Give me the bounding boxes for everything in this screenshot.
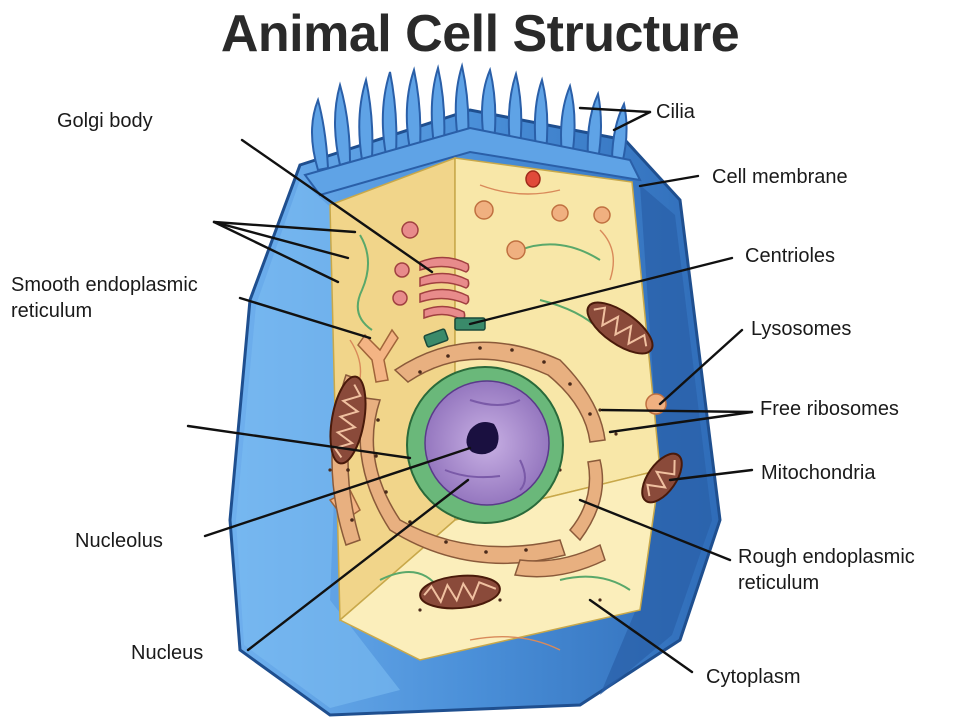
label-cytoplasm: Cytoplasm: [706, 666, 801, 688]
diagram-title: Animal Cell Structure: [220, 5, 740, 63]
vesicles: [474, 200, 667, 415]
label-rough-er-line2: reticulum: [738, 572, 820, 594]
label-nucleolus: Nucleolus: [75, 530, 163, 552]
smooth-er-tube: [357, 328, 399, 383]
label-lysosomes: Lysosomes: [751, 318, 852, 340]
label-golgi-body: Golgi body: [57, 110, 153, 132]
label-smooth-er-line1: Smooth endoplasmic: [11, 274, 198, 296]
label-mitochondria: Mitochondria: [761, 462, 876, 484]
label-centrioles: Centrioles: [745, 245, 836, 267]
label-free-ribosomes: Free ribosomes: [760, 398, 899, 420]
nucleolus-shape: [466, 422, 499, 455]
cell-membrane-right: [600, 185, 712, 695]
cilia-group: [311, 62, 628, 172]
label-rough-er-line1: Rough endoplasmic: [738, 546, 915, 568]
golgi-stack: [392, 221, 470, 321]
label-nucleus: Nucleus: [131, 642, 204, 664]
label-cell-membrane: Cell membrane: [712, 166, 848, 188]
mitochondria-shapes: [329, 301, 683, 610]
secretory-vesicle: [525, 170, 541, 188]
label-smooth-er-line2: reticulum: [11, 300, 93, 322]
label-rough-er: Rough endoplasmic reticulum: [738, 544, 915, 596]
label-cilia: Cilia: [656, 101, 695, 123]
chromatin: [444, 399, 526, 491]
label-smooth-er: Smooth endoplasmic reticulum: [11, 272, 198, 324]
leader-lines: [186, 106, 754, 674]
